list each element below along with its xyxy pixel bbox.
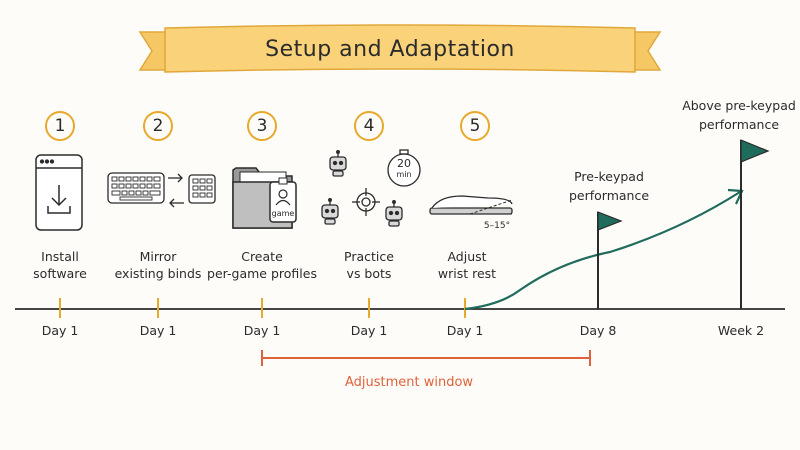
milestone-day-label-2: Week 2 — [717, 323, 765, 338]
step-label-2: Mirror existing binds — [114, 249, 202, 281]
flag-icon — [740, 139, 770, 309]
milestone-label-2: Above pre-keypad performance — [682, 98, 796, 132]
step-number-1: 1 — [54, 116, 66, 136]
bot-icon — [321, 198, 339, 225]
step-number-2: 2 — [152, 116, 164, 136]
day-label-4: Day 1 — [350, 323, 388, 338]
step-label-5: Adjust wrist rest — [437, 249, 497, 281]
step-number-3: 3 — [256, 116, 268, 136]
step-number-4: 4 — [363, 116, 375, 136]
banner-body — [164, 24, 636, 73]
adjustment-window-label: Adjustment window — [344, 375, 474, 390]
keyboard-keypad-icon — [107, 172, 216, 208]
bots-target-timer-icon — [321, 149, 421, 227]
step-circle-5 — [460, 111, 490, 141]
bot-icon — [329, 150, 347, 177]
step-label-3: Create per-game profiles — [207, 249, 317, 281]
title-banner — [138, 24, 662, 73]
step-circle-2 — [143, 111, 173, 141]
timer-icon — [387, 149, 421, 187]
step-circle-1 — [45, 111, 75, 141]
day-label-5: Day 1 — [446, 323, 484, 338]
wrist-rest-icon — [429, 195, 513, 215]
download-screen-icon — [35, 154, 83, 231]
flag-icon — [597, 211, 623, 309]
timer-minutes: 20 — [397, 157, 411, 170]
target-icon — [352, 188, 380, 216]
step-circles — [45, 111, 490, 141]
timer-unit: min — [396, 170, 412, 179]
milestone-label-1: Pre-keypad performance — [568, 169, 650, 203]
milestone-day-label-1: Day 8 — [579, 323, 617, 338]
page-title: Setup and Adaptation — [265, 37, 515, 62]
day-ticks — [59, 298, 466, 318]
step-circle-3 — [247, 111, 277, 141]
step-number-5: 5 — [469, 116, 481, 136]
day-label-1: Day 1 — [41, 323, 79, 338]
step-label-4: Practice vs bots — [344, 249, 394, 281]
wrist-angle-label: 5–15° — [483, 221, 511, 231]
bot-icon — [385, 200, 403, 227]
day-label-2: Day 1 — [139, 323, 177, 338]
folder-profile-icon — [232, 167, 297, 229]
progress-curve — [464, 191, 741, 311]
adjustment-window-bracket — [261, 350, 591, 366]
step-circle-4 — [354, 111, 384, 141]
step-label-1: Install software — [33, 249, 87, 281]
profile-badge-label: game — [271, 209, 295, 218]
day-label-3: Day 1 — [243, 323, 281, 338]
